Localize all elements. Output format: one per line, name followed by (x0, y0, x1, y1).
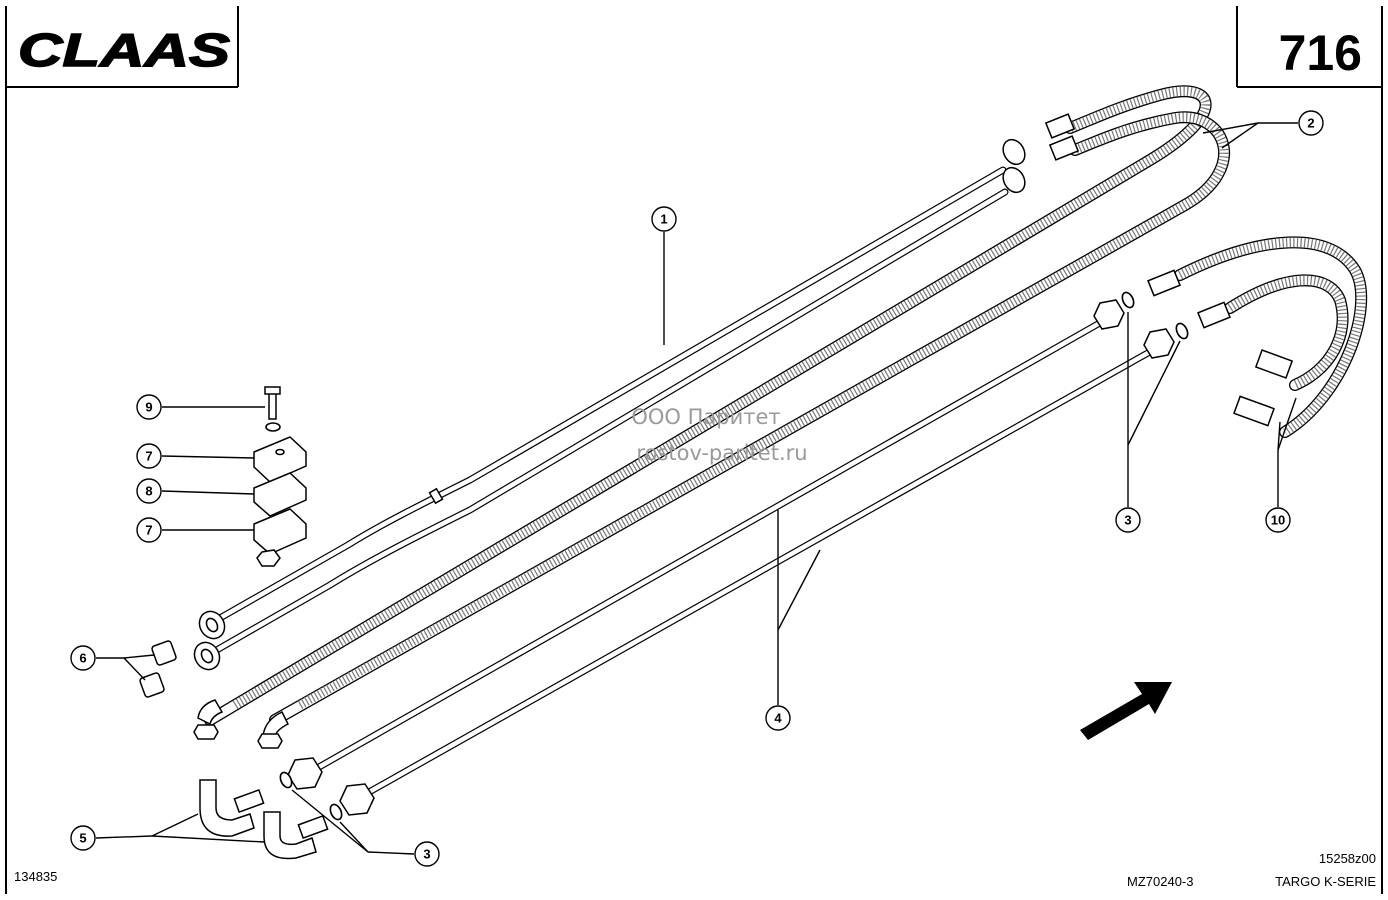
callout-7-lower: 7 (136, 517, 162, 543)
callout-label: 1 (660, 212, 667, 227)
callout-3-upper: 3 (1115, 507, 1141, 533)
pipe-assembly-part-1 (193, 138, 1026, 671)
brand-logo: CLAAS (18, 24, 230, 76)
drawing-frame (5, 6, 1383, 894)
drawing-number: 134835 (14, 869, 57, 884)
series-label: TARGO K-SERIE (1275, 874, 1376, 889)
callout-label: 7 (145, 449, 152, 464)
direction-arrow-icon (1080, 682, 1172, 740)
revision-code: 15258z00 (1319, 851, 1376, 866)
watermark-line-2: rostov-paritet.ru (636, 441, 807, 465)
watermark-line-1: ООО Паритет (631, 405, 780, 429)
adapters-part-6 (139, 640, 177, 698)
clamp-assembly (253, 386, 307, 567)
callout-5: 5 (70, 825, 96, 851)
callout-label: 10 (1271, 513, 1285, 528)
o-rings-part-3 (279, 291, 1189, 821)
callout-3-lower: 3 (414, 841, 440, 867)
hose-assembly-part-2 (193, 85, 1231, 749)
leader-lines (95, 122, 1298, 855)
callout-label: 8 (145, 484, 152, 499)
hose-assembly-part-10 (1147, 236, 1368, 438)
callout-label: 3 (423, 847, 430, 862)
callout-1: 1 (651, 206, 677, 232)
callout-label: 2 (1307, 116, 1314, 131)
callout-label: 6 (79, 651, 86, 666)
callout-6: 6 (70, 645, 96, 671)
callout-10: 10 (1265, 507, 1291, 533)
callout-label: 5 (79, 831, 86, 846)
callout-label: 7 (145, 523, 152, 538)
callout-8: 8 (136, 478, 162, 504)
pipe-assembly-part-4 (287, 299, 1175, 816)
page-number: 716 (1279, 25, 1362, 81)
callout-2: 2 (1298, 110, 1324, 136)
callout-7-upper: 7 (136, 443, 162, 469)
callout-label: 4 (774, 711, 782, 726)
elbows-part-5 (199, 779, 329, 860)
callout-label: 9 (145, 400, 152, 415)
callout-9: 9 (136, 394, 162, 420)
callout-4: 4 (765, 705, 791, 731)
callout-label: 3 (1124, 513, 1131, 528)
reference-code: MZ70240-3 (1127, 874, 1193, 889)
